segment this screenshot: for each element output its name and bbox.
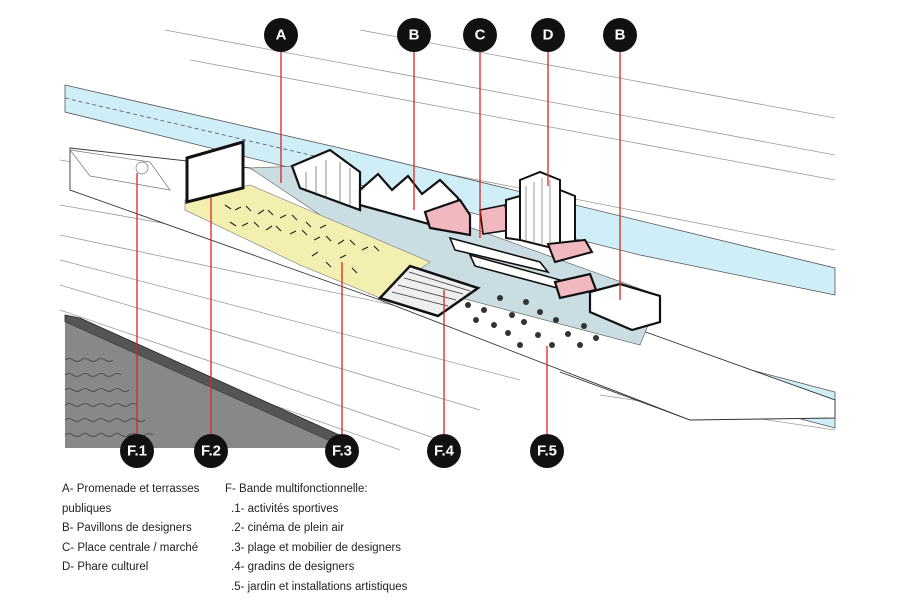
marker-B-right: B [603, 18, 637, 52]
retaining-wall [64, 314, 356, 449]
svg-text:F.2: F.2 [201, 443, 221, 460]
legend-item-f3: .3- plage et mobilier de designers [231, 541, 402, 554]
svg-text:F.5: F.5 [537, 443, 557, 460]
leader-lines [136, 52, 621, 434]
marker-A: A [264, 18, 298, 52]
legend-item-f5: .5- jardin et installations artistiques [231, 580, 408, 593]
pavilions-right [553, 272, 662, 332]
marker-F5: F.5 [530, 434, 564, 468]
beach-furniture [224, 204, 380, 274]
svg-text:D: D [543, 27, 554, 44]
svg-text:B: B [615, 27, 626, 44]
sea-waves [64, 358, 154, 437]
svg-text:B: B [409, 27, 420, 44]
legend-item-f4: .4- gradins de designers [231, 561, 355, 573]
marker-C: C [463, 18, 497, 52]
marker-D: D [531, 18, 565, 52]
marker-F2: F.2 [194, 434, 228, 468]
legend-item-c: C- Place centrale / marché [62, 541, 199, 554]
pavilion-texture [305, 160, 351, 206]
svg-text:A: A [276, 27, 287, 44]
legend-item-a: A- Promenade et terrasses [62, 483, 200, 495]
legend-item-a-cont: publiques [62, 502, 112, 515]
marker-F4: F.4 [427, 434, 461, 468]
svg-text:F.1: F.1 [127, 443, 147, 460]
tower-texture [525, 178, 551, 246]
legend-item-f1: .1- activités sportives [231, 502, 339, 515]
svg-text:F.3: F.3 [332, 443, 352, 460]
garden-installations [465, 295, 599, 348]
legend-item-b: B- Pavillons de designers [62, 522, 192, 534]
svg-text:F.4: F.4 [434, 443, 455, 460]
legend-item-d: D- Phare culturel [62, 561, 149, 573]
legend-f-title: F- Bande multifonctionnelle: [225, 483, 368, 495]
legend-left: A- Promenade et terrasses publiques B- P… [62, 480, 199, 578]
sport-field [69, 149, 171, 191]
marker-F3: F.3 [325, 434, 359, 468]
cinema-screen [185, 140, 245, 204]
svg-text:C: C [475, 27, 486, 44]
marker-B-left: B [397, 18, 431, 52]
legend-right: F- Bande multifonctionnelle: .1- activit… [225, 480, 407, 597]
grandstand [377, 264, 481, 318]
market-stalls [448, 204, 567, 292]
marker-F1: F.1 [120, 434, 154, 468]
legend-item-f2: .2- cinéma de plein air [231, 522, 345, 534]
